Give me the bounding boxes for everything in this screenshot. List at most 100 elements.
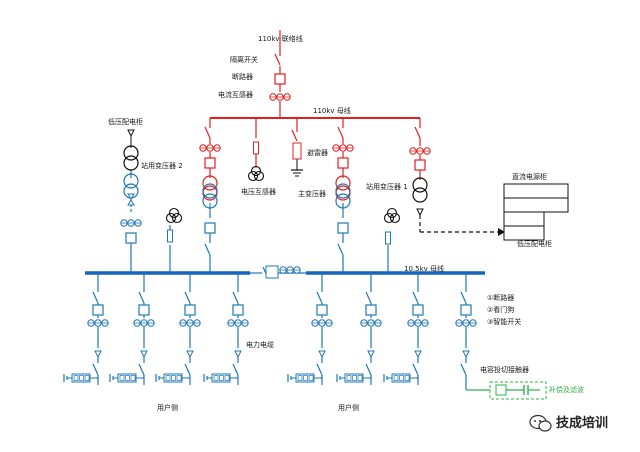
isolator-switch [414,126,421,139]
transformer-secondary [335,193,351,209]
breaker-box [92,304,104,316]
isolator-switch [291,129,298,142]
breaker-box [414,159,426,171]
watermark: 技成培训 [529,414,608,432]
lv-panel-top-label: 低压配电柜 [108,117,143,126]
legend-smart-switch: ③智能开关 [487,317,521,326]
incoming-line-label: 110kv 联络线 [258,34,303,43]
isolator-switch [412,291,419,304]
load-cell [393,375,399,381]
tx2-terminal [127,199,135,206]
pt-coil [171,212,183,224]
transformer-secondary [202,193,218,209]
pt-coil [389,212,401,224]
load-cell [213,375,219,381]
bus-coupler-breaker [265,265,279,279]
load-cell [79,375,84,381]
station-transformer-1-label: 站用变压器 1 [366,182,408,191]
pt-label: 电压互感器 [241,187,276,196]
isolator-switch [274,53,281,66]
user-side-left-label: 用户侧 [157,403,178,412]
fuse [385,231,391,245]
power-cable-label: 电力电缆 [246,340,274,349]
pt-coil [165,212,177,224]
isolator-switch [204,126,211,139]
breaker-box [184,304,196,316]
arrester-label: 避雷器 [307,148,328,157]
cable-head-icon [414,350,422,359]
ct-label: 电流互感器 [218,90,253,99]
load-cell [171,375,176,381]
isolator-switch [316,291,323,304]
isolator-switch [365,291,372,304]
legend-watchdog: ②看门狗 [487,305,514,314]
breaker-box [337,157,349,169]
pt-coil [250,165,262,177]
isolator-switch [232,363,239,376]
cable-head-icon [127,129,135,138]
breaker-box [365,304,377,316]
load-cell [130,375,136,381]
isolator-switch [184,291,191,304]
isolator-switch [460,363,467,376]
isolator-switch [92,363,99,376]
breaker-box [204,222,216,234]
load-cell [303,375,308,381]
main-transformer-label: 主变压器 [298,189,326,198]
load-cell [346,375,352,381]
isolator-switch [92,291,99,304]
isolator-switch [316,363,323,376]
isolator-switch [204,243,211,256]
compensation-filter-label: 补偿及滤波 [549,385,584,394]
isolator-switch [337,126,344,139]
transformer-primary [202,183,218,199]
breaker-box [138,304,150,316]
wechat-icon [529,414,552,432]
transformer-primary [202,175,218,191]
isolator-switch [365,363,372,376]
transformer-primary [123,173,139,189]
transformer-secondary [412,187,428,203]
load-cell [165,375,171,381]
pt-coil [247,170,259,182]
breaker-box [274,73,286,85]
transformer-primary [412,177,428,193]
symbols [63,53,569,400]
breaker-box [125,232,137,244]
load-cell [357,375,363,381]
hv-bus-label: 110kv 母线 [313,106,351,115]
load-cell [297,375,303,381]
load-cell [219,375,224,381]
tx2-terminal [127,193,135,200]
breaker-box [460,304,472,316]
pt-coil [386,207,398,219]
breaker-box [232,304,244,316]
isolator-label: 隔离开关 [230,55,258,64]
dc-cabinet-row [503,197,569,213]
arrester-body [292,142,302,160]
station-transformer-2-label: 站用变压器 2 [141,161,183,170]
load-cell [404,375,410,381]
load-cell [352,375,357,381]
breaker-label: 断路器 [232,72,253,81]
pt-coil [168,207,180,219]
load-cell [399,375,404,381]
capacitor-contactor [495,384,507,396]
cable-head-icon [94,350,102,359]
load-cell [119,375,125,381]
isolator-switch [460,291,467,304]
isolator-switch [138,363,145,376]
transformer-primary [335,175,351,191]
dc-cabinet-label: 直流电源柜 [512,172,547,181]
isolator-switch [138,291,145,304]
watermark-text: 技成培训 [556,415,608,431]
pt-coil [383,212,395,224]
load-cell [73,375,79,381]
breaker-box [316,304,328,316]
cable-head-icon [140,350,148,359]
cable-head-icon [318,350,326,359]
isolator-switch [337,243,344,256]
cable-head-icon [186,350,194,359]
lv-panel-row [503,225,545,241]
isolator-switch [184,363,191,376]
